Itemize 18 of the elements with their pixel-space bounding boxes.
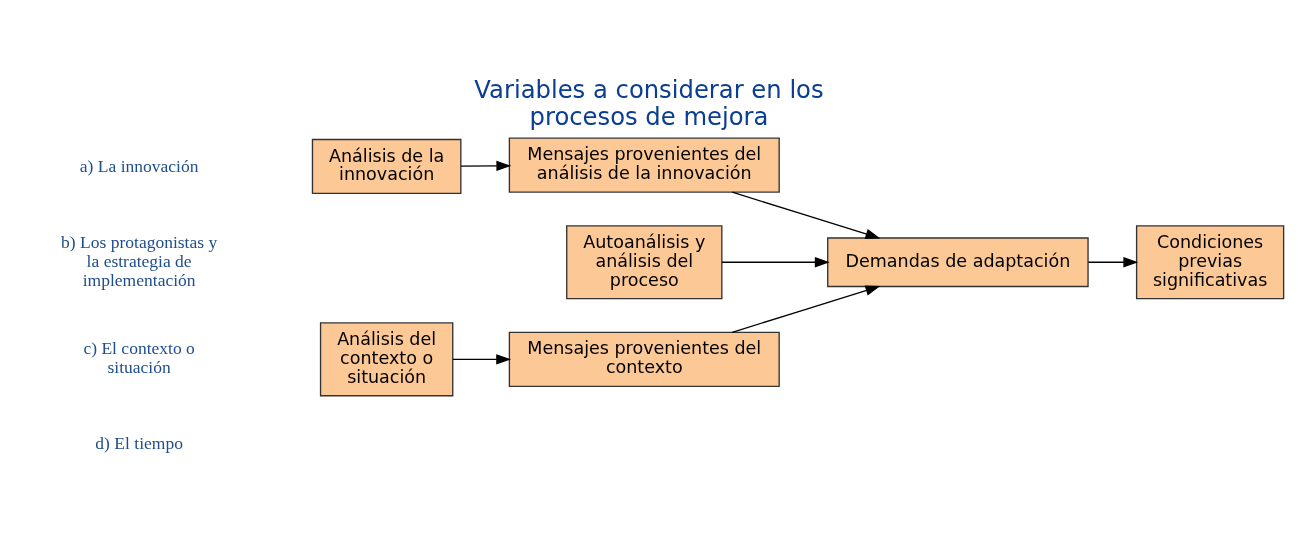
arrow xyxy=(460,160,512,171)
label: c) El contexto o situación xyxy=(83,337,195,377)
arrow xyxy=(1087,256,1139,267)
label: a) La innovación xyxy=(79,155,199,176)
node-box: Mensajes provenientes del análisis de la innovación xyxy=(508,136,780,193)
node-box: Condiciones previas significativas xyxy=(1135,224,1285,299)
node-box: Mensajes provenientes del contexto xyxy=(508,331,780,387)
node-box: Autoanálisis y análisis del proceso xyxy=(566,224,723,299)
diagram-title: Variables a considerar en los procesos de mejora xyxy=(474,74,824,131)
node-box: Análisis del contexto o situación xyxy=(319,321,454,396)
node-box: Demandas de adaptación xyxy=(827,236,1089,287)
label: b) Los protagonistas y la estrategia de implementación xyxy=(61,231,218,290)
arrow xyxy=(452,353,512,365)
node-box: Análisis de la innovación xyxy=(311,138,462,194)
arrow xyxy=(731,285,881,333)
label: d) El tiempo xyxy=(95,432,183,453)
arrow xyxy=(731,191,881,239)
arrow xyxy=(721,256,830,267)
